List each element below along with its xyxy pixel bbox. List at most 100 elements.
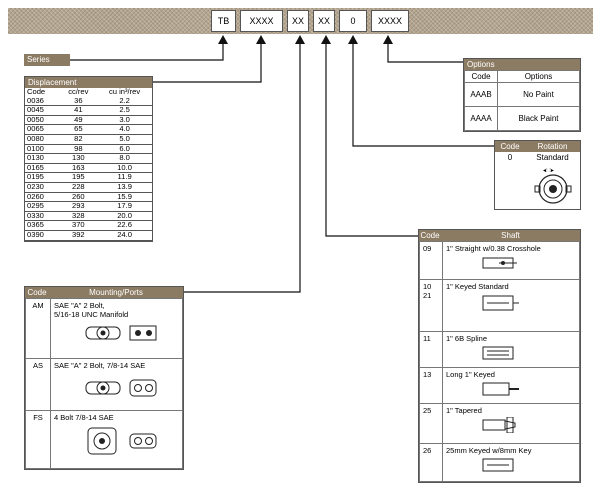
mounting-header: Code Mounting/Ports bbox=[25, 287, 183, 298]
rotation-table: Code Rotation 0 Standard ◂⫶ ⫶▸ bbox=[494, 140, 581, 210]
shaft-row: 13 Long 1" Keyed bbox=[419, 367, 580, 404]
arrow-shaft bbox=[321, 35, 331, 44]
displacement-cc: 260 bbox=[59, 192, 98, 203]
displacement-cuin: 5.0 bbox=[97, 134, 152, 145]
displacement-code: 0390 bbox=[25, 230, 60, 241]
mounting-table: Code Mounting/Ports AM SAE "A" 2 Bolt, 5… bbox=[24, 286, 184, 470]
rotation-col-code: Code bbox=[500, 142, 520, 151]
arrow-mounting bbox=[295, 35, 305, 44]
code-segment-rotation: 0 bbox=[339, 10, 367, 32]
arrow-displacement bbox=[256, 35, 266, 44]
rotation-header: Code Rotation bbox=[495, 141, 580, 152]
displacement-cuin: 11.9 bbox=[97, 173, 152, 183]
shaft-row: 25 1" Tapered bbox=[419, 403, 580, 444]
displacement-cc: 65 bbox=[59, 125, 98, 135]
shaft-col-shaft: Shaft bbox=[501, 231, 520, 240]
shaft-cell: 1" Tapered bbox=[442, 403, 580, 444]
options-col-code: Code bbox=[464, 70, 498, 83]
mounting-code: AM bbox=[25, 298, 51, 359]
mounting-row: AS SAE "A" 2 Bolt, 7/8-14 SAE bbox=[25, 358, 183, 411]
displacement-code: 0100 bbox=[25, 144, 60, 155]
shaft-table: Code Shaft 09 1" Straight w/0.38 Crossho… bbox=[418, 229, 581, 483]
shaft-tapered-icon bbox=[482, 416, 516, 434]
displacement-cuin: 17.9 bbox=[97, 201, 152, 212]
displacement-cc: 228 bbox=[59, 182, 98, 193]
displacement-cc: 328 bbox=[59, 211, 98, 222]
displacement-code: 0330 bbox=[25, 211, 60, 222]
shaft-code: 10 21 bbox=[419, 279, 443, 332]
displacement-code: 0036 bbox=[25, 96, 60, 107]
displacement-code: 0130 bbox=[25, 154, 60, 164]
displacement-code: 0065 bbox=[25, 125, 60, 135]
shaft-cell: 1" Straight w/0.38 Crosshole bbox=[442, 241, 580, 280]
rotation-code: 0 bbox=[507, 153, 513, 162]
col-cc-rev: cc/rev bbox=[68, 87, 89, 96]
arrow-options bbox=[383, 35, 393, 44]
shaft-cell: Long 1" Keyed bbox=[442, 367, 580, 404]
shaft-desc: 1" 6B Spline bbox=[446, 334, 488, 343]
mounting-row: AM SAE "A" 2 Bolt, 5/16-18 UNC Manifold bbox=[25, 298, 183, 359]
shaft-desc: 25mm Keyed w/8mm Key bbox=[446, 446, 532, 455]
displacement-code: 0050 bbox=[25, 115, 60, 126]
displacement-cuin: 3.0 bbox=[97, 115, 152, 126]
series-label: Series bbox=[24, 54, 70, 66]
shaft-desc: 1" Tapered bbox=[446, 406, 482, 415]
shaft-desc: Long 1" Keyed bbox=[446, 370, 495, 379]
mounting-cell: SAE "A" 2 Bolt, 5/16-18 UNC Manifold bbox=[50, 298, 183, 359]
displacement-cc: 195 bbox=[59, 173, 98, 183]
rotation-label: Standard bbox=[536, 153, 569, 162]
displacement-cuin: 20.0 bbox=[97, 211, 152, 222]
options-row: AAAA Black Paint bbox=[464, 106, 580, 131]
displacement-cuin: 2.2 bbox=[97, 96, 152, 107]
displacement-cc: 82 bbox=[59, 134, 98, 145]
displacement-cuin: 8.0 bbox=[97, 154, 152, 164]
displacement-cuin: 24.0 bbox=[97, 230, 152, 241]
option-desc: No Paint bbox=[497, 82, 580, 107]
arrow-series bbox=[218, 35, 228, 44]
svg-text:◂⫶ ⫶▸: ◂⫶ ⫶▸ bbox=[543, 167, 554, 174]
col-code: Code bbox=[27, 87, 46, 96]
mounting-cell: 4 Bolt 7/8-14 SAE bbox=[50, 410, 183, 469]
code-segment-options: XXXX bbox=[371, 10, 409, 32]
shaft-code: 11 bbox=[419, 331, 443, 368]
displacement-cuin: 15.9 bbox=[97, 192, 152, 203]
shaft-code: 25 bbox=[419, 403, 443, 444]
displacement-cc: 36 bbox=[59, 96, 98, 107]
displacement-code: 0165 bbox=[25, 163, 60, 174]
displacement-code: 0365 bbox=[25, 221, 60, 231]
displacement-header-row: Code cc/rev cu in³/rev bbox=[25, 87, 152, 97]
col-cu-in-rev: cu in³/rev bbox=[108, 87, 141, 96]
arrow-rotation bbox=[348, 35, 358, 44]
displacement-cc: 98 bbox=[59, 144, 98, 155]
code-segment-mounting: XX bbox=[287, 10, 309, 32]
displacement-cc: 370 bbox=[59, 221, 98, 231]
rotation-col-rotation: Rotation bbox=[537, 142, 568, 151]
displacement-cc: 49 bbox=[59, 115, 98, 126]
shaft-cell: 1" 6B Spline bbox=[442, 331, 580, 368]
mounting-row: FS 4 Bolt 7/8-14 SAE bbox=[25, 410, 183, 469]
shaft-crosshole-icon bbox=[482, 257, 517, 269]
shaft-long-keyed-icon bbox=[482, 382, 519, 396]
mounting-desc: SAE "A" 2 Bolt, 5/16-18 UNC Manifold bbox=[54, 301, 129, 319]
displacement-code: 0295 bbox=[25, 201, 60, 212]
rotation-motor-icon: ◂⫶ ⫶▸ bbox=[534, 167, 572, 204]
displacement-cc: 130 bbox=[59, 154, 98, 164]
displacement-code: 0080 bbox=[25, 134, 60, 145]
code-segment-displacement: XXXX bbox=[240, 10, 283, 32]
displacement-table: Displacement Code cc/rev cu in³/rev 0036… bbox=[24, 76, 153, 242]
mounting-desc: 4 Bolt 7/8-14 SAE bbox=[54, 413, 114, 422]
displacement-cc: 41 bbox=[59, 106, 98, 116]
shaft-code: 13 bbox=[419, 367, 443, 404]
mounting-4bolt-icon bbox=[87, 427, 157, 455]
displacement-code: 0230 bbox=[25, 182, 60, 193]
mounting-col-mounting: Mounting/Ports bbox=[89, 288, 143, 297]
options-header-row: Code Options bbox=[464, 70, 580, 83]
